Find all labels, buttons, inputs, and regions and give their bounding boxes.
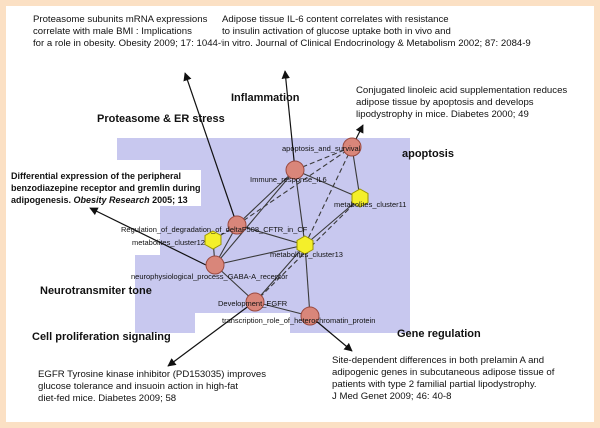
reference-benzodiazepine: Differential expression of the periphera… — [11, 170, 201, 206]
reference-il6: Adipose tissue IL-6 content correlates w… — [222, 14, 531, 50]
edge — [304, 197, 361, 246]
node-label-regulation-cftr: Regulation_of_degradation_of_deltaF508_C… — [121, 225, 308, 234]
arrow-benzodiazepine — [89, 207, 213, 269]
edge — [236, 224, 306, 246]
reference-line: lipodystrophy in mice. Diabetes 2000; 49 — [356, 109, 529, 120]
node-egfr[interactable] — [245, 292, 265, 312]
reference-line: diet-fed mice. Diabetes 2009; 58 — [38, 393, 177, 404]
reference-line: J Med Genet 2009; 46: 40-8 — [332, 391, 452, 402]
node-label-metabolites12: metabolites_cluster12 — [132, 238, 205, 247]
arrow-il6 — [281, 70, 296, 171]
category-proteasome-er: Proteasome & ER stress — [97, 113, 225, 125]
reference-cla: Conjugated linoleic acid supplementation… — [356, 85, 568, 121]
node-label-gaba: neurophysiological_process_GABA-A_recept… — [131, 272, 288, 281]
node-label-heterochromatin: transcription_role_of_heterochromatin_pr… — [222, 316, 375, 325]
reference-text: adipogenesis. — [11, 195, 74, 205]
reference-line: Conjugated linoleic acid supplementation… — [356, 85, 568, 96]
node-label-egfr: Development_EGFR — [218, 299, 288, 308]
edge-dashed — [236, 146, 353, 226]
arrow-prelamin — [314, 319, 353, 352]
node-label-apoptosis-survival: apoptosis_and_survival — [282, 144, 361, 153]
reference-line: in vitro. Journal of Clinical Endocrinol… — [222, 38, 531, 49]
reference-prelamin: Site-dependent differences in both prela… — [332, 355, 555, 403]
arrow-proteasome — [183, 72, 238, 226]
reference-line: EGFR Tyrosine kinase inhibitor (PD153035… — [38, 369, 267, 380]
edge-dashed — [304, 146, 353, 246]
reference-line: benzodiazepine receptor and gremlin duri… — [11, 183, 201, 193]
journal-name: Obesity Research — [73, 195, 150, 205]
reference-proteasome: Proteasome subunits mRNA expressions cor… — [33, 14, 227, 50]
edge — [236, 169, 296, 226]
node-label-metabolites11: metabolites_cluster11 — [334, 200, 406, 209]
edge — [214, 169, 296, 266]
category-inflammation: Inflammation — [231, 92, 300, 104]
node-regulation-cftr[interactable] — [227, 215, 247, 235]
node-label-metabolites13: metabolites_cluster13 — [270, 250, 343, 259]
reference-line: Adipose tissue IL-6 content correlates w… — [222, 14, 449, 25]
node-immune-il6[interactable] — [285, 160, 305, 180]
edge-dashed — [294, 146, 353, 171]
arrow-egfr — [167, 304, 251, 367]
reference-line: Proteasome subunits mRNA expressions — [33, 14, 208, 25]
edge — [214, 244, 306, 266]
node-gaba[interactable] — [205, 255, 225, 275]
category-cell-proliferation: Cell proliferation signaling — [32, 331, 171, 343]
node-metabolites11[interactable] — [351, 188, 369, 208]
category-neurotransmitter: Neurotransmiter tone — [40, 285, 152, 297]
reference-line: to insulin activation of glucose uptake … — [222, 26, 451, 37]
reference-text: 2005; 13 — [149, 195, 188, 205]
reference-line: glucose tolerance and insuoin action in … — [38, 381, 239, 392]
category-apoptosis: apoptosis — [402, 148, 454, 160]
reference-line: patients with type 2 familial partial li… — [332, 379, 537, 390]
edge — [304, 244, 311, 317]
reference-egfr: EGFR Tyrosine kinase inhibitor (PD153035… — [38, 369, 267, 405]
edge — [254, 244, 306, 303]
reference-line: correlate with male BMI : Implications — [33, 26, 192, 37]
node-apoptosis-survival[interactable] — [342, 137, 362, 157]
category-gene-regulation: Gene regulation — [397, 328, 481, 340]
node-heterochromatin[interactable] — [300, 306, 320, 326]
reference-line: for a role in obesity. Obesity 2009; 17:… — [33, 38, 227, 49]
reference-line: adipogenesis. Obesity Research 2005; 13 — [11, 194, 201, 206]
reference-line: adipogenic genes in subcutaneous adipose… — [332, 367, 555, 378]
reference-line: adipose tissue by apoptosis and develops — [356, 97, 534, 108]
edge — [294, 169, 306, 246]
edge — [294, 169, 361, 199]
node-metabolites12[interactable] — [204, 230, 222, 250]
reference-line: Site-dependent differences in both prela… — [332, 355, 545, 366]
node-metabolites13[interactable] — [296, 235, 314, 255]
reference-line: Differential expression of the periphera… — [11, 171, 182, 181]
node-label-immune-il6: Immune_response_IL6 — [250, 175, 327, 184]
